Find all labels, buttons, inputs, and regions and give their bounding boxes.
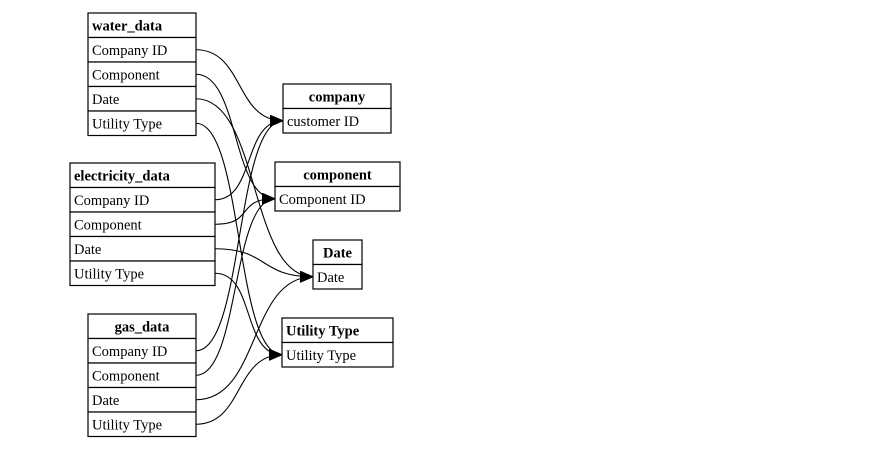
field-date: Date — [317, 270, 344, 286]
field-date: Date — [92, 92, 119, 108]
table-title: company — [309, 89, 366, 105]
field-date: Date — [74, 242, 101, 258]
relationship-line — [214, 114, 284, 201]
relationship-line — [195, 114, 284, 352]
field-component-id: Component ID — [279, 192, 366, 208]
table-header — [312, 239, 363, 266]
field-row — [282, 107, 392, 134]
field-company-id: Company ID — [92, 43, 167, 59]
table-header — [69, 162, 216, 189]
field-row — [87, 362, 197, 389]
field-company-id: Company ID — [74, 193, 149, 209]
field-row — [281, 341, 394, 368]
relationship-lines — [195, 49, 314, 425]
relationship-line — [214, 272, 283, 361]
table-title: water_data — [92, 18, 163, 34]
table-header — [87, 313, 197, 340]
field-customer-id: customer ID — [287, 114, 359, 130]
field-row — [87, 61, 197, 88]
field-component: Component — [74, 217, 142, 233]
table-title: Date — [323, 245, 353, 261]
field-utility-type: Utility Type — [92, 116, 162, 132]
field-component: Component — [92, 368, 160, 384]
relationship-line — [195, 73, 276, 205]
field-row — [69, 211, 216, 238]
field-component: Component — [92, 67, 160, 83]
field-company-id: Company ID — [92, 344, 167, 360]
relationship-line — [195, 98, 314, 283]
relationship-line — [195, 192, 276, 376]
field-utility-type: Utility Type — [92, 417, 162, 433]
field-row — [87, 337, 197, 364]
table-header — [274, 161, 401, 188]
field-row — [87, 85, 197, 112]
table-title: Utility Type — [286, 323, 360, 339]
table-title: electricity_data — [74, 168, 171, 184]
field-row — [69, 260, 216, 287]
field-utility-type: Utility Type — [286, 348, 356, 364]
table-title: component — [303, 167, 372, 183]
field-row — [87, 386, 197, 413]
field-row — [87, 411, 197, 438]
field-row — [274, 185, 401, 212]
relationship-line — [195, 270, 314, 401]
relationship-line — [195, 348, 283, 425]
table-header — [282, 83, 392, 110]
table-header — [87, 12, 197, 39]
table-title: gas_data — [115, 319, 171, 335]
relationship-line — [195, 49, 284, 127]
relationship-line — [214, 248, 314, 283]
field-row — [87, 110, 197, 137]
table-company: company customer ID — [282, 83, 392, 134]
field-row — [312, 263, 363, 290]
field-row — [87, 36, 197, 63]
field-utility-type: Utility Type — [74, 266, 144, 282]
field-date: Date — [92, 393, 119, 409]
